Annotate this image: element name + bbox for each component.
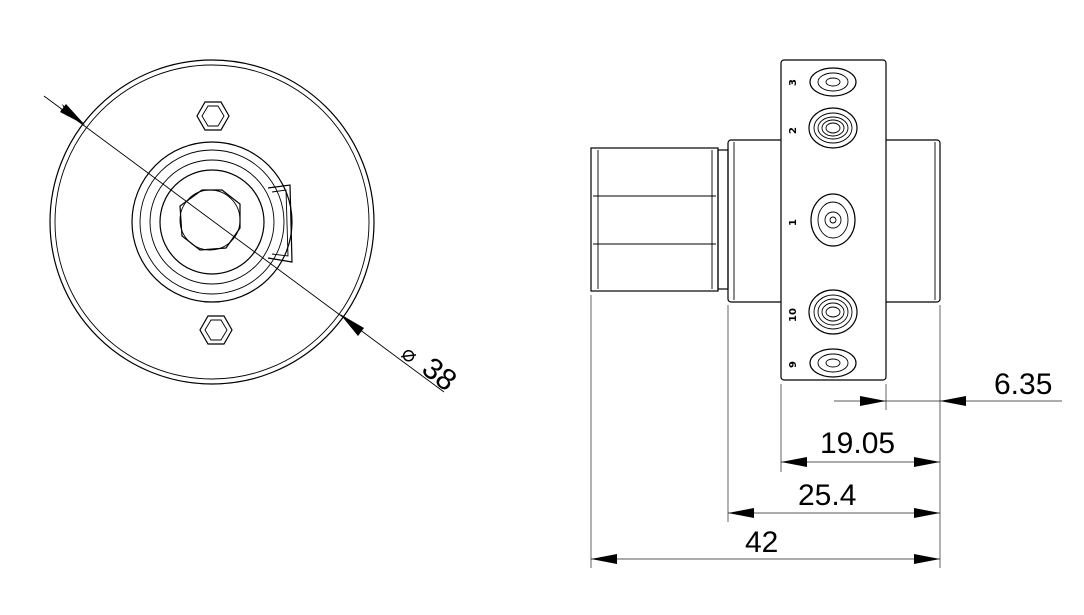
boss-ring-2	[139, 149, 285, 295]
port-1-core	[829, 216, 837, 224]
dim-42: 42	[591, 526, 940, 564]
port-10-r3	[821, 302, 845, 322]
port-3-inner	[825, 77, 841, 87]
port-10-outer	[808, 289, 858, 335]
dimensions: 6.35 19.05 25.4 42	[590, 295, 1062, 568]
diameter-value: 38	[416, 351, 463, 398]
diameter-label: ⌀ 38	[396, 336, 463, 398]
mount-hex-top	[196, 101, 230, 131]
dim-6-35-arrow-right	[940, 396, 966, 406]
port-2-r1	[813, 112, 853, 144]
port-2-outer	[808, 107, 858, 149]
port-9-inner	[825, 358, 841, 368]
dim-19-05-arrow-right	[914, 457, 940, 467]
diameter-symbol: ⌀	[397, 340, 423, 368]
port-1-label: 1	[788, 219, 799, 226]
dim-25-4-arrow-left	[728, 508, 754, 518]
port-9: 9	[788, 348, 857, 378]
diameter-arrow-bottom-head	[340, 314, 364, 336]
port-3-mid	[817, 72, 849, 92]
port-3-label: 3	[788, 79, 799, 86]
port-2-r3	[821, 119, 845, 137]
port-10-r4	[825, 306, 841, 318]
dim-6-35-arrow-left	[860, 396, 886, 406]
port-2-label: 2	[788, 127, 799, 134]
dim-25-4-arrow-right	[914, 508, 940, 518]
port-10: 10	[788, 289, 858, 335]
port-9-mid	[817, 353, 849, 373]
port-10-r2	[817, 298, 849, 326]
boss-notch	[267, 184, 293, 263]
flange-outer-circle-inner-edge	[54, 64, 370, 380]
dim-25-4: 25.4	[728, 479, 940, 518]
side-hex-neck	[717, 149, 729, 290]
side-hex-nut	[590, 147, 719, 292]
boss-ring-3	[149, 159, 275, 285]
side-view: 3 2 1 10	[590, 59, 941, 381]
port-2-r4	[825, 122, 841, 134]
dim-25-4-text: 25.4	[798, 479, 856, 512]
front-view: ⌀ 38	[43, 59, 463, 398]
mount-hex-top-inner	[201, 105, 225, 127]
dim-6-35: 6.35	[834, 368, 1062, 406]
port-3-outer	[809, 67, 857, 97]
diameter-arrow-top-head	[60, 104, 85, 125]
boss-notch-inner	[271, 189, 289, 257]
port-1-inner	[824, 211, 842, 229]
dim-19-05-text: 19.05	[820, 427, 895, 460]
port-1-mid	[817, 201, 849, 239]
port-1-outer	[810, 193, 856, 247]
dim-19-05-arrow-left	[781, 457, 807, 467]
dim-42-text: 42	[745, 526, 778, 559]
flange-outer-circle	[49, 59, 375, 385]
dim-42-arrow-left	[591, 554, 617, 564]
diameter-leader-line	[43, 95, 445, 393]
port-1: 1	[788, 193, 856, 247]
boss-ring-4	[159, 169, 265, 275]
mount-hex-bottom	[199, 315, 233, 345]
manifold-plate	[780, 59, 887, 381]
shaft-circle	[179, 189, 241, 251]
port-2-r2	[817, 116, 849, 140]
port-10-r1	[813, 294, 853, 330]
dim-19-05: 19.05	[781, 427, 940, 467]
boss-ring-outer	[131, 141, 293, 303]
port-10-label: 10	[788, 308, 799, 322]
dim-6-35-text: 6.35	[994, 368, 1052, 401]
port-3: 3	[788, 67, 857, 97]
mount-hex-bottom-inner	[204, 319, 228, 341]
port-9-outer	[809, 348, 857, 378]
dim-42-arrow-right	[914, 554, 940, 564]
port-9-label: 9	[788, 361, 799, 368]
port-2: 2	[788, 107, 858, 149]
